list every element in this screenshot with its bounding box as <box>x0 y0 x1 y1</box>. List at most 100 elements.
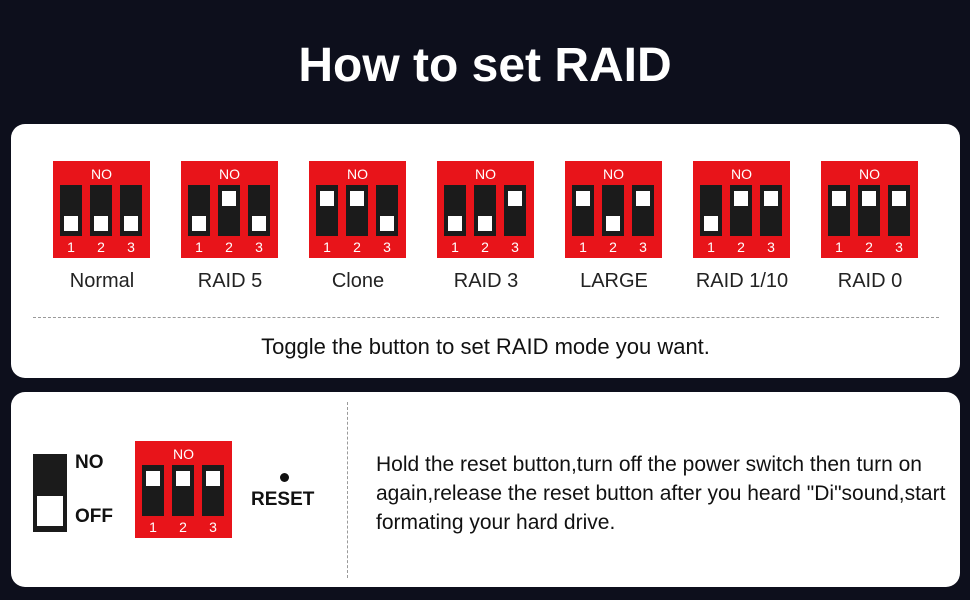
dip-switch-knob-off <box>94 216 108 231</box>
instruction-text: Toggle the button to set RAID mode you w… <box>261 334 710 359</box>
dip-switch: NO 1 2 3 <box>821 161 918 258</box>
dip-switch-knob-off <box>380 216 394 231</box>
dip-switch-number: 3 <box>639 239 647 255</box>
dip-switch-slot-3 <box>632 185 654 236</box>
reset-instructions: Hold the reset button,turn off the power… <box>376 453 946 534</box>
dip-switch: NO 1 2 3 <box>53 161 150 258</box>
dip-header-label: NO <box>91 166 112 182</box>
dip-switch-knob-on <box>222 191 236 206</box>
dip-switch-knob-on <box>508 191 522 206</box>
dip-switch-knob-off <box>64 216 78 231</box>
dip-switch-slot-1 <box>828 185 850 236</box>
dip-switch-slot-3 <box>504 185 526 236</box>
dip-switch-knob-on <box>832 191 846 206</box>
dip-switch-knob-off <box>704 216 718 231</box>
dip-switch-slot-2 <box>730 185 752 236</box>
dip-switch-slot-1 <box>700 185 722 236</box>
dip-switch-slot-3 <box>888 185 910 236</box>
dip-switch-knob-on <box>734 191 748 206</box>
dip-switch-number: 1 <box>579 239 587 255</box>
dip-switch-slot-2 <box>90 185 112 236</box>
dip-switch-number: 1 <box>67 239 75 255</box>
dip-switch-knob-on <box>576 191 590 206</box>
dip-switch-knob-off <box>124 216 138 231</box>
dip-switch-slot-1 <box>316 185 338 236</box>
dip-switch-knob-off <box>448 216 462 231</box>
dip-switch-number: 3 <box>383 239 391 255</box>
dip-switch-number: 1 <box>149 519 157 535</box>
dip-switch-slot-3 <box>120 185 142 236</box>
reset-panel: NO OFF NO 1 2 3 RESET Hold the reset button… <box>11 392 960 587</box>
dip-switch-number: 3 <box>127 239 135 255</box>
dip-header-label: NO <box>347 166 368 182</box>
dip-switch-number: 3 <box>895 239 903 255</box>
reset-button-dot <box>280 473 289 482</box>
raid-mode-label: RAID 0 <box>837 270 903 292</box>
dip-switch: NO 1 2 3 <box>565 161 662 258</box>
dip-switch-number: 1 <box>323 239 331 255</box>
dip-switch-knob-on <box>206 471 220 486</box>
dip-switch-slot-3 <box>760 185 782 236</box>
dip-header-label: NO <box>731 166 752 182</box>
dip-switch-number: 1 <box>835 239 843 255</box>
dip-switch-number: 2 <box>225 239 233 255</box>
toggle-legend-switch <box>33 454 67 532</box>
dip-switch-number: 3 <box>209 519 217 535</box>
dip-switch-number: 1 <box>707 239 715 255</box>
dip-switch-knob-off <box>192 216 206 231</box>
dashed-divider <box>33 317 939 318</box>
reset-label: RESET <box>251 489 315 510</box>
dip-switch-number: 2 <box>97 239 105 255</box>
dip-switch-number: 2 <box>865 239 873 255</box>
dip-switch-knob-on <box>146 471 160 486</box>
dip-switch-slot-3 <box>376 185 398 236</box>
dip-switch-knob-off <box>606 216 620 231</box>
dip-switch-slot-2 <box>474 185 496 236</box>
dip-switch-number: 1 <box>195 239 203 255</box>
legend-on-label: NO <box>75 452 104 473</box>
dip-switch-number: 2 <box>737 239 745 255</box>
dip-header-label: NO <box>603 166 624 182</box>
dip-switch-slot-2 <box>218 185 240 236</box>
dip-switch: NO 1 2 3 <box>181 161 278 258</box>
dip-switch-number: 1 <box>451 239 459 255</box>
dip-header-label: NO <box>173 446 194 462</box>
dip-header-label: NO <box>219 166 240 182</box>
vertical-divider <box>347 402 348 578</box>
dip-switch-slot-2 <box>346 185 368 236</box>
dip-switch-slot-1 <box>572 185 594 236</box>
dip-switch-slot-2 <box>172 465 194 516</box>
dip-switch-number: 2 <box>353 239 361 255</box>
raid-mode-label: RAID 5 <box>197 270 263 292</box>
dip-switch-number: 2 <box>609 239 617 255</box>
dip-switch-number: 2 <box>179 519 187 535</box>
dip-switch-knob-on <box>764 191 778 206</box>
raid-mode-label: Normal <box>69 270 135 292</box>
page-title: How to set RAID <box>298 39 672 92</box>
dip-switch-number: 2 <box>481 239 489 255</box>
dip-switch-knob-on <box>636 191 650 206</box>
raid-mode-label: Clone <box>331 270 385 292</box>
dip-switch-slot-1 <box>444 185 466 236</box>
dip-switch-slot-1 <box>142 465 164 516</box>
toggle-legend-knob <box>37 496 63 526</box>
dip-switch-slot-1 <box>60 185 82 236</box>
dip-switch-knob-off <box>478 216 492 231</box>
dip-switch-slot-3 <box>202 465 224 516</box>
dip-switch-knob-off <box>252 216 266 231</box>
dip-switch-number: 3 <box>255 239 263 255</box>
raid-mode-label: RAID 3 <box>453 270 519 292</box>
reset-dip-switch: NO 1 2 3 <box>135 441 232 538</box>
dip-switch-slot-1 <box>188 185 210 236</box>
dip-header-label: NO <box>859 166 880 182</box>
dip-switch-slot-3 <box>248 185 270 236</box>
dip-switch: NO 1 2 3 <box>309 161 406 258</box>
legend-off-label: OFF <box>75 506 113 527</box>
raid-mode-label: LARGE <box>580 270 648 292</box>
dip-switch-knob-on <box>892 191 906 206</box>
dip-header-label: NO <box>475 166 496 182</box>
